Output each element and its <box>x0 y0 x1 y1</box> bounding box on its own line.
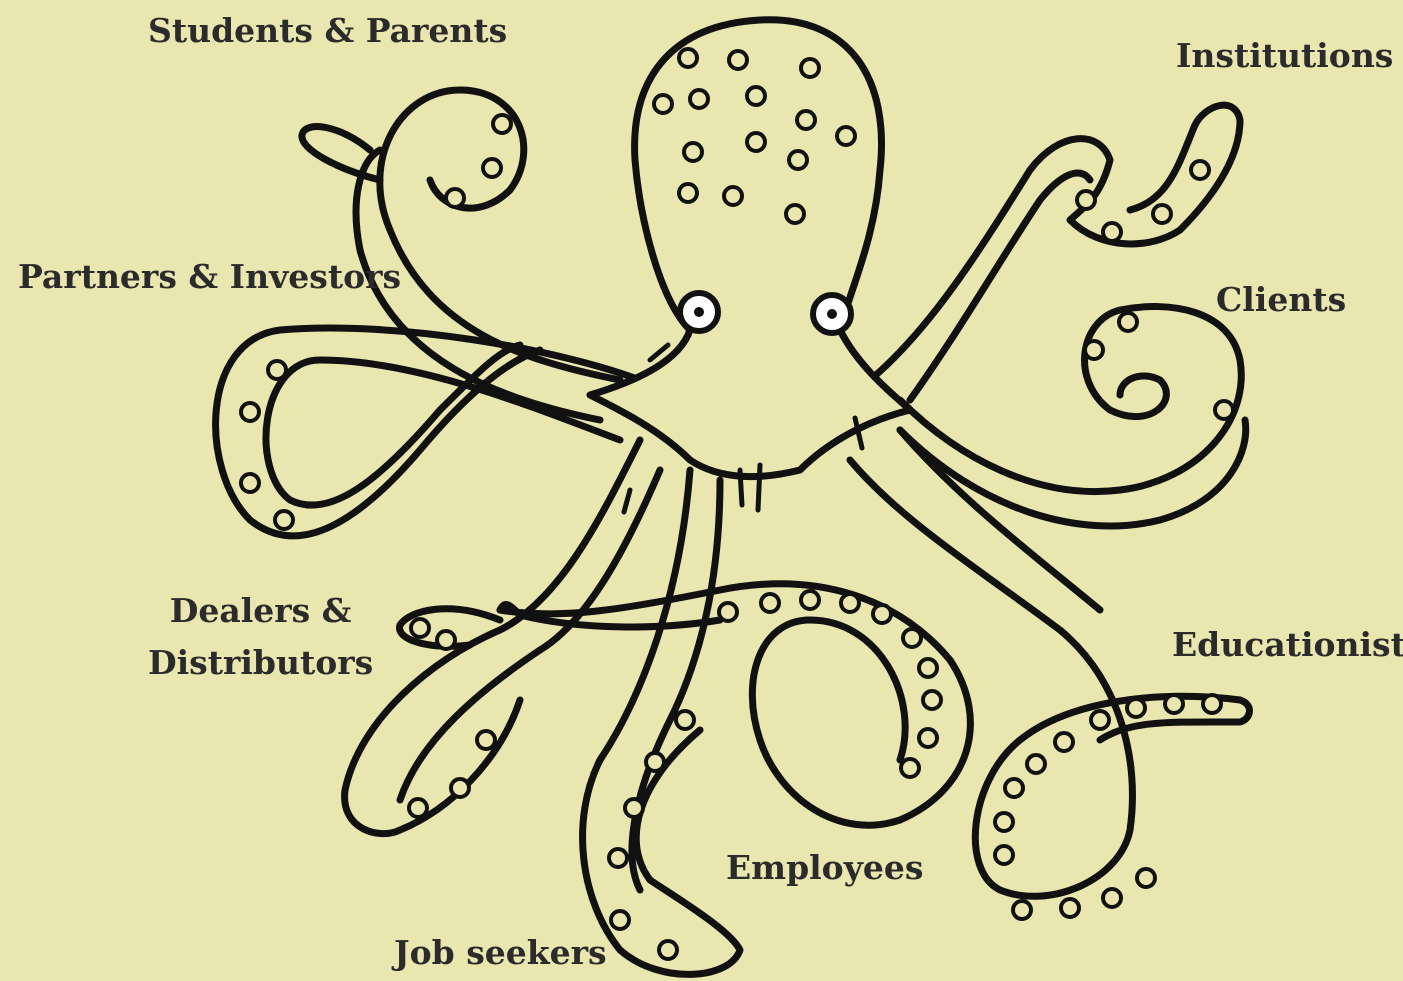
tentacle-upper-right <box>870 105 1240 400</box>
label-dealers-distributors: Dealers & Distributors <box>148 592 373 682</box>
label-students-parents: Students & Parents <box>148 12 507 50</box>
label-job-seekers: Job seekers <box>394 934 607 972</box>
tentacle-left <box>216 328 640 536</box>
label-institutions: Institutions <box>1176 37 1393 75</box>
tentacle-lower-left <box>345 440 660 834</box>
label-clients: Clients <box>1216 281 1346 319</box>
label-dealers-line2: Distributors <box>148 644 373 682</box>
tentacle-lower-right <box>850 430 1249 919</box>
label-partners-investors: Partners & Investors <box>18 258 401 296</box>
tentacle-upper-left <box>302 90 620 420</box>
label-dealers-line1: Dealers & <box>148 592 373 630</box>
label-employees: Employees <box>726 849 923 887</box>
tentacle-bottom-left <box>583 470 740 974</box>
label-educationists: Educationists <box>1172 626 1403 664</box>
